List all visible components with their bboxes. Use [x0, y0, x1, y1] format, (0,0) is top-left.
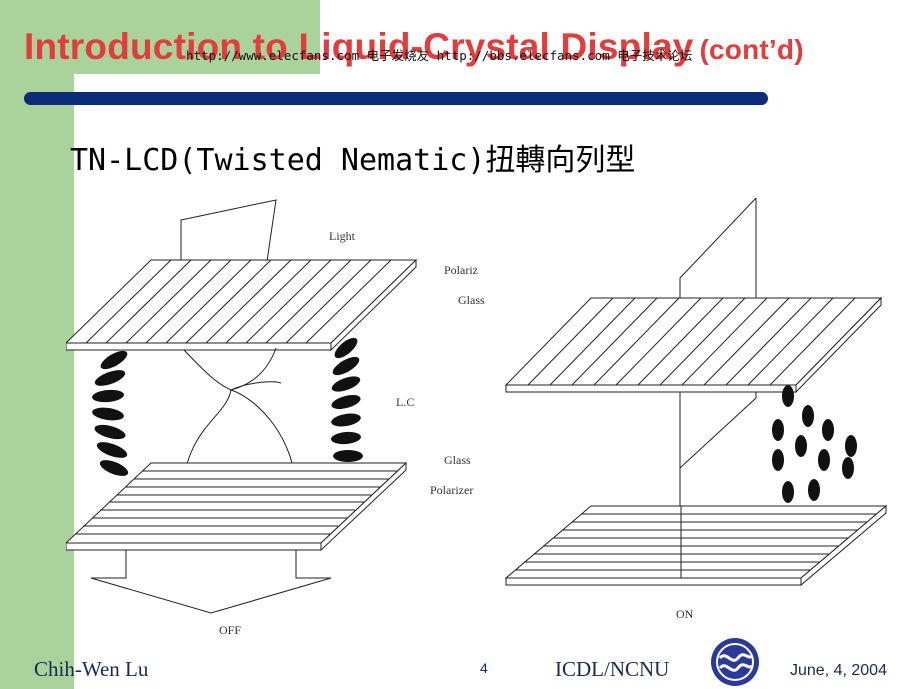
title-underline-rule	[24, 92, 768, 105]
label-on: ON	[676, 607, 694, 621]
footer-page-number: 4	[480, 660, 488, 676]
on-bottom-plate	[504, 505, 888, 579]
ncnu-logo-icon	[711, 638, 759, 686]
on-lc-molecules	[772, 385, 857, 503]
tn-lcd-diagram: Light Polariz Glass L.C Glass Polarizer …	[66, 198, 888, 637]
label-off: OFF	[219, 623, 241, 637]
off-twisted-light-path	[181, 347, 297, 499]
label-lc: L.C	[396, 395, 414, 409]
slide-title-suffix: (cont’d)	[699, 34, 804, 65]
label-light: Light	[329, 229, 356, 243]
slide-subtitle: TN-LCD(Twisted Nematic)扭轉向列型	[70, 143, 636, 178]
label-polarizer-top: Polariz	[444, 263, 478, 277]
off-lc-molecules-left	[92, 350, 129, 476]
label-glass-bottom: Glass	[444, 453, 471, 467]
off-top-stripes	[85, 259, 392, 344]
on-top-stripes	[527, 297, 856, 386]
footer-date: June, 4, 2004	[790, 662, 887, 679]
footer-organization: ICDL/NCNU	[555, 657, 670, 681]
off-lc-molecules-right	[331, 337, 363, 462]
on-bottom-stripes	[515, 506, 876, 578]
watermark-text: http://www.elecfans.com 电子发烧友 http://bbs…	[186, 48, 693, 63]
label-polarizer-bottom: Polarizer	[430, 483, 473, 497]
footer-author: Chih-Wen Lu	[34, 657, 149, 681]
slide-title: Introduction to Liquid-Crystal Display(c…	[24, 26, 804, 68]
top-accent-band	[0, 0, 320, 74]
label-glass-top: Glass	[458, 293, 485, 307]
off-output-arrow	[90, 549, 332, 614]
off-bottom-stripes	[75, 470, 398, 535]
slide-title-main: Introduction to Liquid-Crystal Display	[24, 26, 694, 67]
left-accent-band	[0, 0, 74, 689]
